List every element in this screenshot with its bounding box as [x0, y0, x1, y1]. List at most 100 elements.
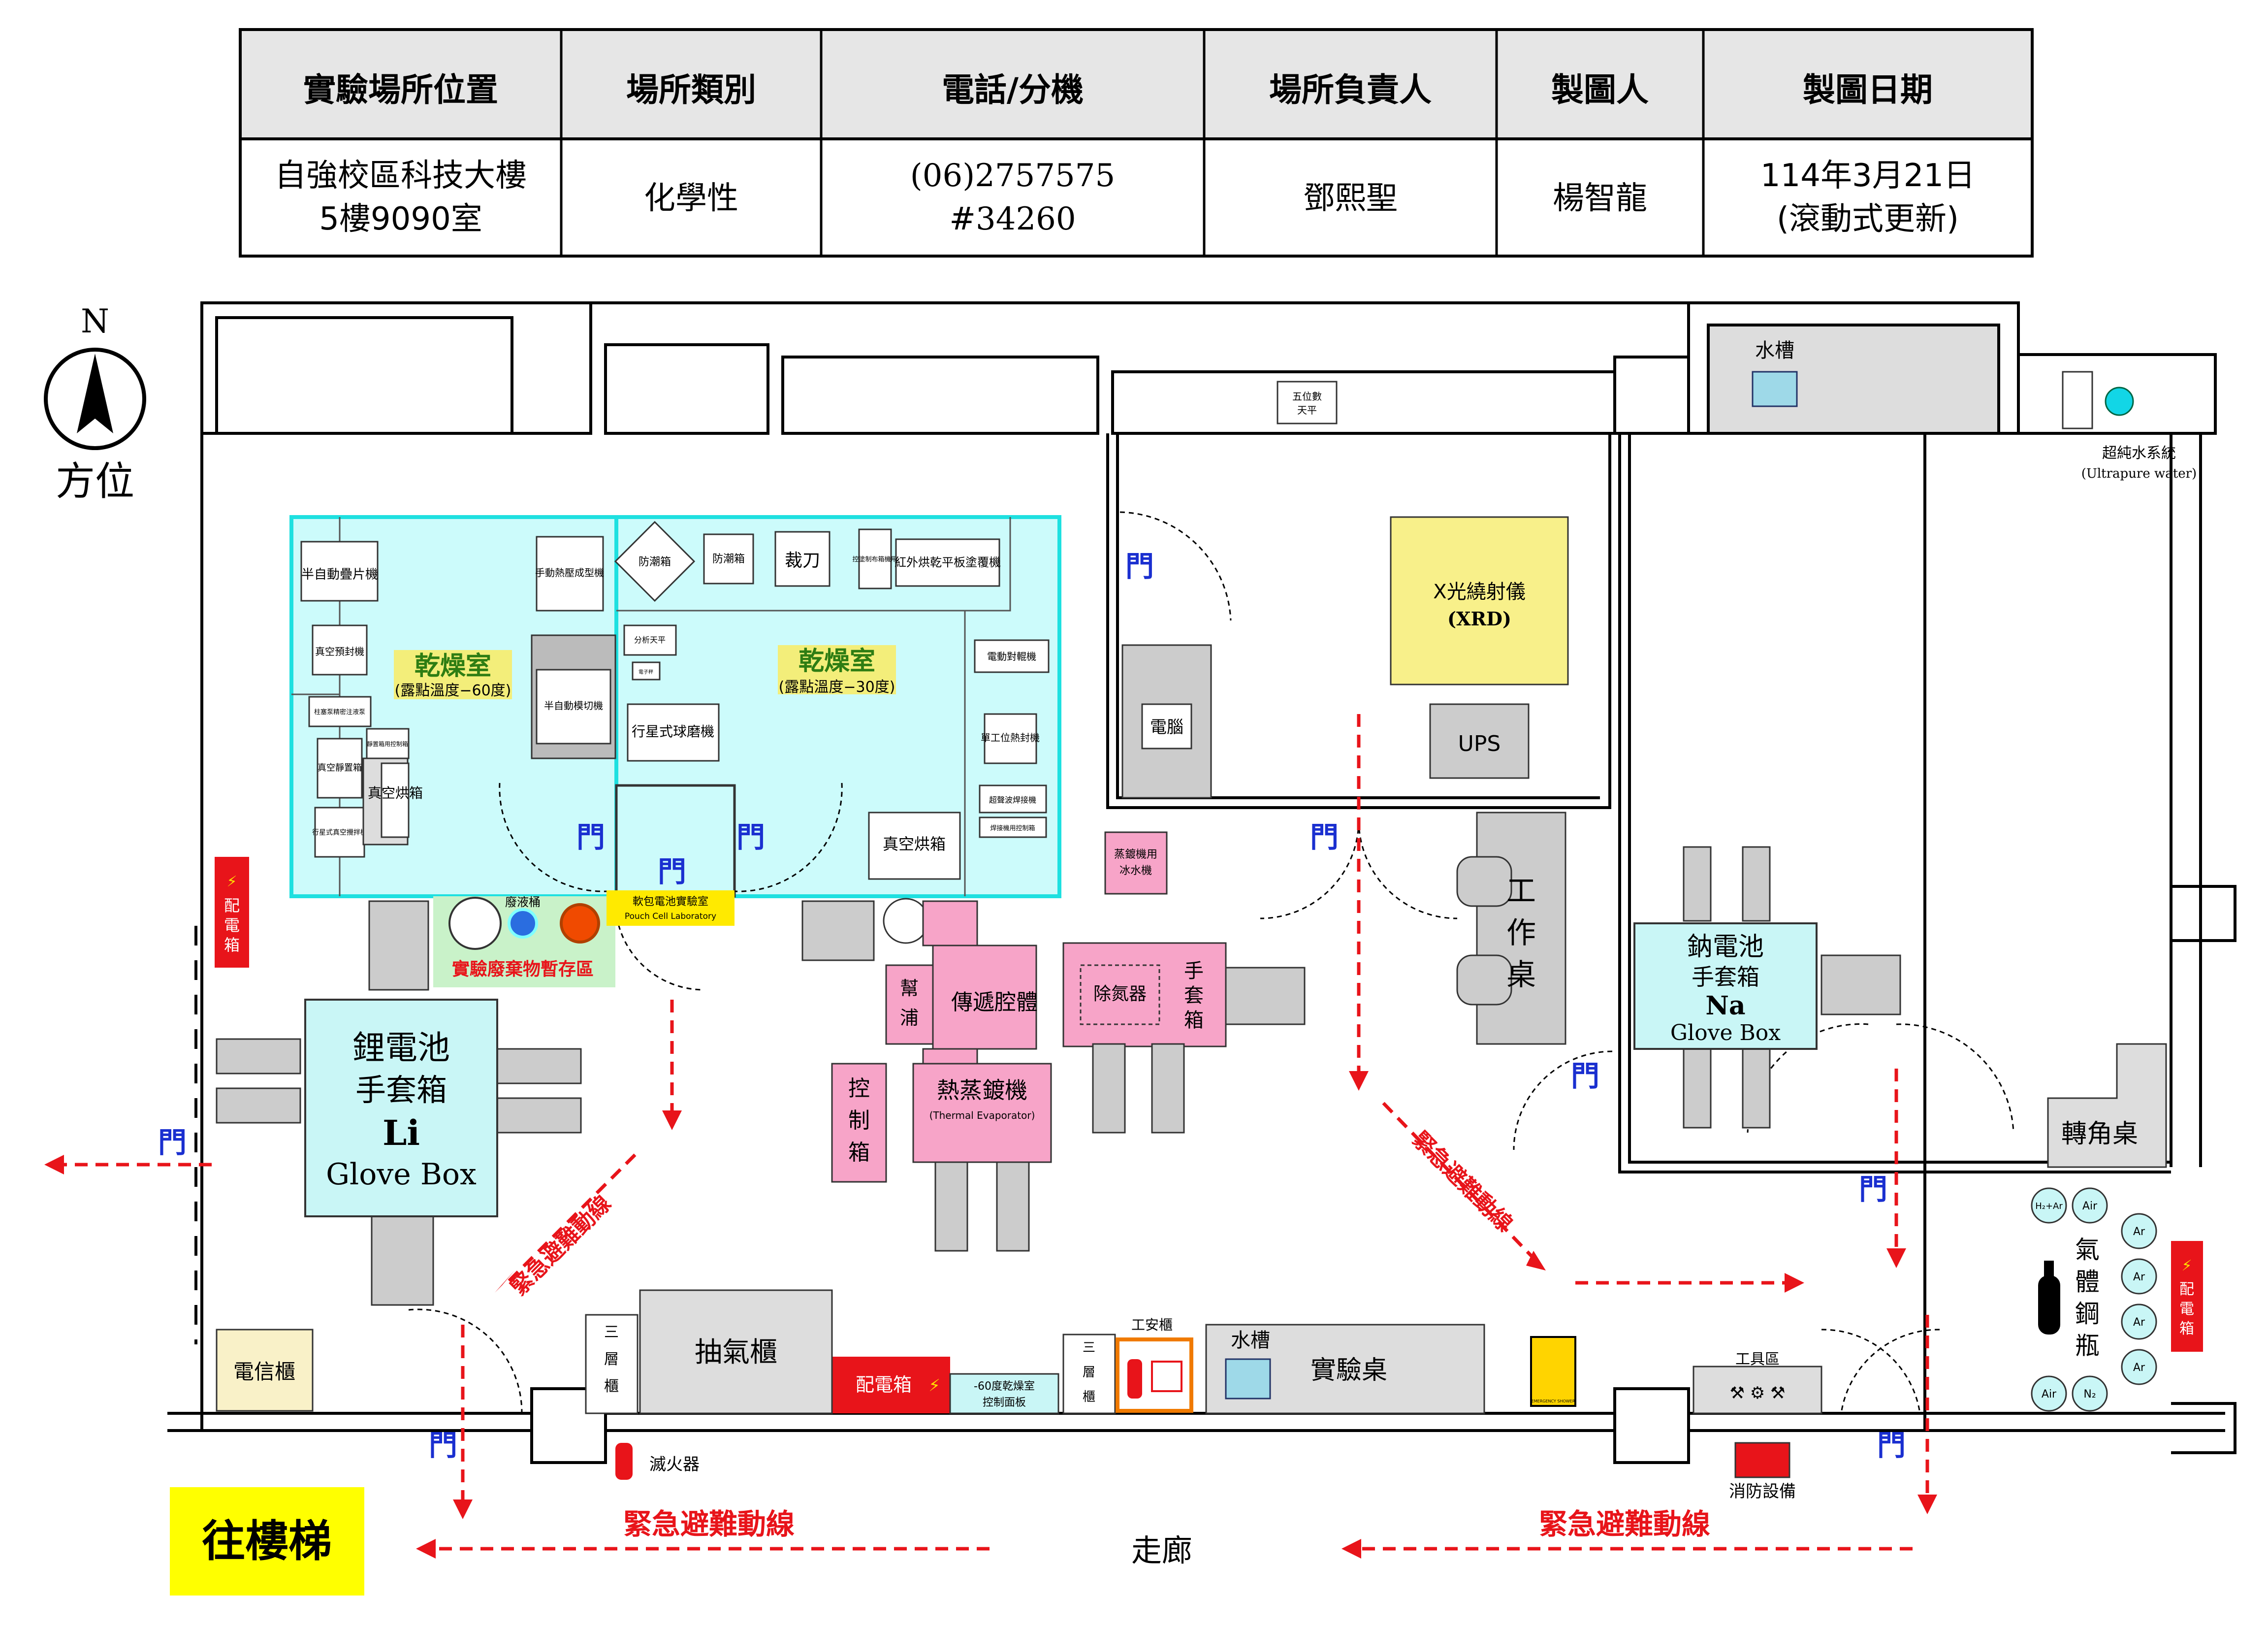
thermal-evaporator: 熱蒸鍍機 [937, 1077, 1027, 1104]
na-glovebox-line1: 鈉電池 [1687, 932, 1764, 962]
evac-route-label-diag-right: 緊急避難動線 [1407, 1127, 1517, 1237]
location-line2: 5樓9090室 [319, 201, 482, 237]
evac-routes [44, 714, 1937, 1559]
na-glovebox-line3: Na [1705, 991, 1745, 1021]
glove-box-small-2: 套 [1184, 984, 1204, 1007]
xrd-line2: (XRD) [1447, 608, 1511, 630]
to-stairs-label: 往樓梯 [202, 1516, 332, 1566]
vacuum-standing-box: 真空靜置箱 [318, 763, 362, 773]
xrd-line1: X光繞射儀 [1433, 581, 1525, 603]
planetary-mixer: 行星式真空攪拌機 [312, 829, 367, 837]
three-shelf-char: 三 [604, 1324, 619, 1341]
computer: 電腦 [1150, 717, 1183, 737]
pink-equipment: 傳遞腔體 幫 浦 除氮器 手 套 箱 控 制 箱 熱蒸鍍機 (Thermal E… [831, 831, 1306, 1183]
li-glovebox-line4: Glove Box [326, 1157, 477, 1192]
cylinder-icon [2121, 1303, 2157, 1340]
dry-room-30-title: 乾燥室 [799, 647, 875, 676]
cyl-label: Ar [2133, 1316, 2145, 1329]
door-label: 門 [429, 1429, 457, 1462]
planetary-mill: 行星式球磨機 [632, 723, 714, 740]
manual-press: 手動熱壓成型機 [535, 567, 604, 579]
cyl-label: Ar [2133, 1226, 2145, 1238]
cyl-label: Ar [2133, 1362, 2145, 1374]
cylinder-icon [2121, 1213, 2157, 1249]
power-box-char: ⚡ [2181, 1257, 2192, 1274]
door-labels: 門 門 門 門 門 門 門 門 門 門 [158, 550, 1906, 1462]
compass-letter: N [81, 302, 109, 340]
south-furniture: 電信櫃 三 層 櫃 抽氣櫃 -60度乾燥室 控制面板 三 層 櫃 工安櫃 水槽 … [216, 1289, 1822, 1501]
control-box-char: 控 [848, 1076, 870, 1101]
power-box-char: 箱 [2179, 1320, 2194, 1337]
fire-extinguisher-icon [615, 1443, 633, 1480]
sink-icon [1225, 1358, 1271, 1400]
small-scale: 電子秤 [639, 669, 653, 675]
responsible-value: 鄧熙聖 [1303, 180, 1398, 217]
vacuum-oven: 真空烘箱 [883, 835, 946, 853]
emergency-shower-label: EMERGENCY SHOWER [1532, 1399, 1575, 1403]
tool-area: 工具區 [1735, 1351, 1780, 1368]
work-table-char: 作 [1506, 916, 1536, 950]
waste-area-label: 實驗廢棄物暫存區 [452, 959, 594, 979]
gas-cyl-char: 體 [2075, 1268, 2100, 1296]
pouch-lab-en: Pouch Cell Laboratory [625, 912, 716, 921]
door-label: 門 [658, 855, 686, 888]
cyl-label: N₂ [2083, 1388, 2096, 1401]
moisture-box-diamond: 防潮箱 [639, 556, 671, 568]
pouch-cell-area: 廢液桶 實驗廢棄物暫存區 軟包電池實驗室 Pouch Cell Laborato… [368, 890, 929, 991]
instrument-room: 五位數 天平 電腦 X光繞射儀 (XRD) UPS 工 作 桌 [1121, 381, 1569, 992]
header-drafter: 製圖人 [1551, 71, 1649, 109]
fume-hood: 抽氣櫃 [695, 1336, 777, 1368]
door-label: 門 [1859, 1173, 1887, 1206]
first-aid-icon [1151, 1361, 1182, 1392]
gas-cyl-char: 鋼 [2075, 1300, 2100, 1328]
five-digit-balance-2: 天平 [1297, 404, 1317, 416]
power-box-char: 箱 [224, 936, 240, 954]
pouch-lab-label: 軟包電池實驗室 [633, 896, 708, 908]
compass-label: 方位 [56, 458, 134, 504]
tools-icon: ⚒ ⚙ ⚒ [1729, 1383, 1785, 1403]
electric-roller: 電動對輥機 [987, 651, 1036, 662]
cylinder-icon [2121, 1258, 2157, 1295]
pump-line2: 浦 [900, 1007, 919, 1029]
cylinder-icon [2121, 1349, 2157, 1385]
single-heat-sealer: 單工位熱封機 [981, 732, 1040, 744]
moisture-box: 防潮箱 [712, 553, 745, 565]
gas-cyl-char: 氣 [2075, 1236, 2100, 1264]
waste-bucket-label: 廢液桶 [505, 895, 541, 909]
glove-box-small-3: 箱 [1184, 1009, 1204, 1032]
corner-table: 轉角桌 [2061, 1119, 2138, 1149]
injector-pump: 柱塞泵精密注液泵 [314, 708, 365, 716]
three-shelf-char: 櫃 [604, 1378, 619, 1395]
north-arrow-icon [77, 354, 113, 433]
waste-circle [448, 897, 502, 950]
dry-room-60-sub: (露點溫度−60度) [395, 682, 511, 699]
sink-bottom-label: 水槽 [1231, 1329, 1270, 1352]
chiller-2: 冰水機 [1119, 865, 1152, 877]
stairs-sign [170, 1487, 364, 1596]
phone-line2: #34260 [949, 201, 1076, 237]
three-shelf-char: 櫃 [1083, 1390, 1095, 1404]
cylinder-icon [2072, 1187, 2108, 1224]
thermal-evaporator-en: (Thermal Evaporator) [929, 1109, 1035, 1121]
category-value: 化學性 [644, 180, 738, 217]
li-glovebox: 鋰電池 手套箱 Li Glove Box [216, 999, 582, 1306]
dry-room-60-title: 乾燥室 [415, 652, 491, 681]
door-label: 門 [1877, 1429, 1906, 1462]
glove-box-small: 手 [1184, 960, 1204, 982]
waste-bucket-icon [560, 903, 600, 944]
header-phone: 電話/分機 [942, 71, 1084, 109]
door-label: 門 [1310, 820, 1339, 854]
cylinder-icon [2031, 1375, 2067, 1412]
gas-cylinders: H₂+Ar Air Ar Ar Ar Ar Air N₂ 氣 體 鋼 瓶 [2031, 1187, 2157, 1412]
phone-line1: (06)2757575 [910, 158, 1115, 194]
info-table: 實驗場所位置 場所類別 電話/分機 場所負責人 製圖人 製圖日期 自強校區科技大… [239, 28, 2034, 258]
ne-services: 水槽 超純水系統 (Ultrapure water) 轉角桌 [1752, 339, 2197, 1168]
fire-extinguisher: 滅火器 [649, 1455, 700, 1474]
deoxygenator: 除氮器 [1093, 984, 1147, 1004]
li-glovebox-line2: 手套箱 [355, 1072, 447, 1108]
evac-route-label-left: 緊急避難動線 [623, 1507, 795, 1541]
walls [167, 301, 2236, 1454]
header-date: 製圖日期 [1803, 71, 1933, 109]
fire-equipment-icon [1734, 1442, 1790, 1478]
five-digit-balance: 五位數 [1292, 391, 1322, 402]
